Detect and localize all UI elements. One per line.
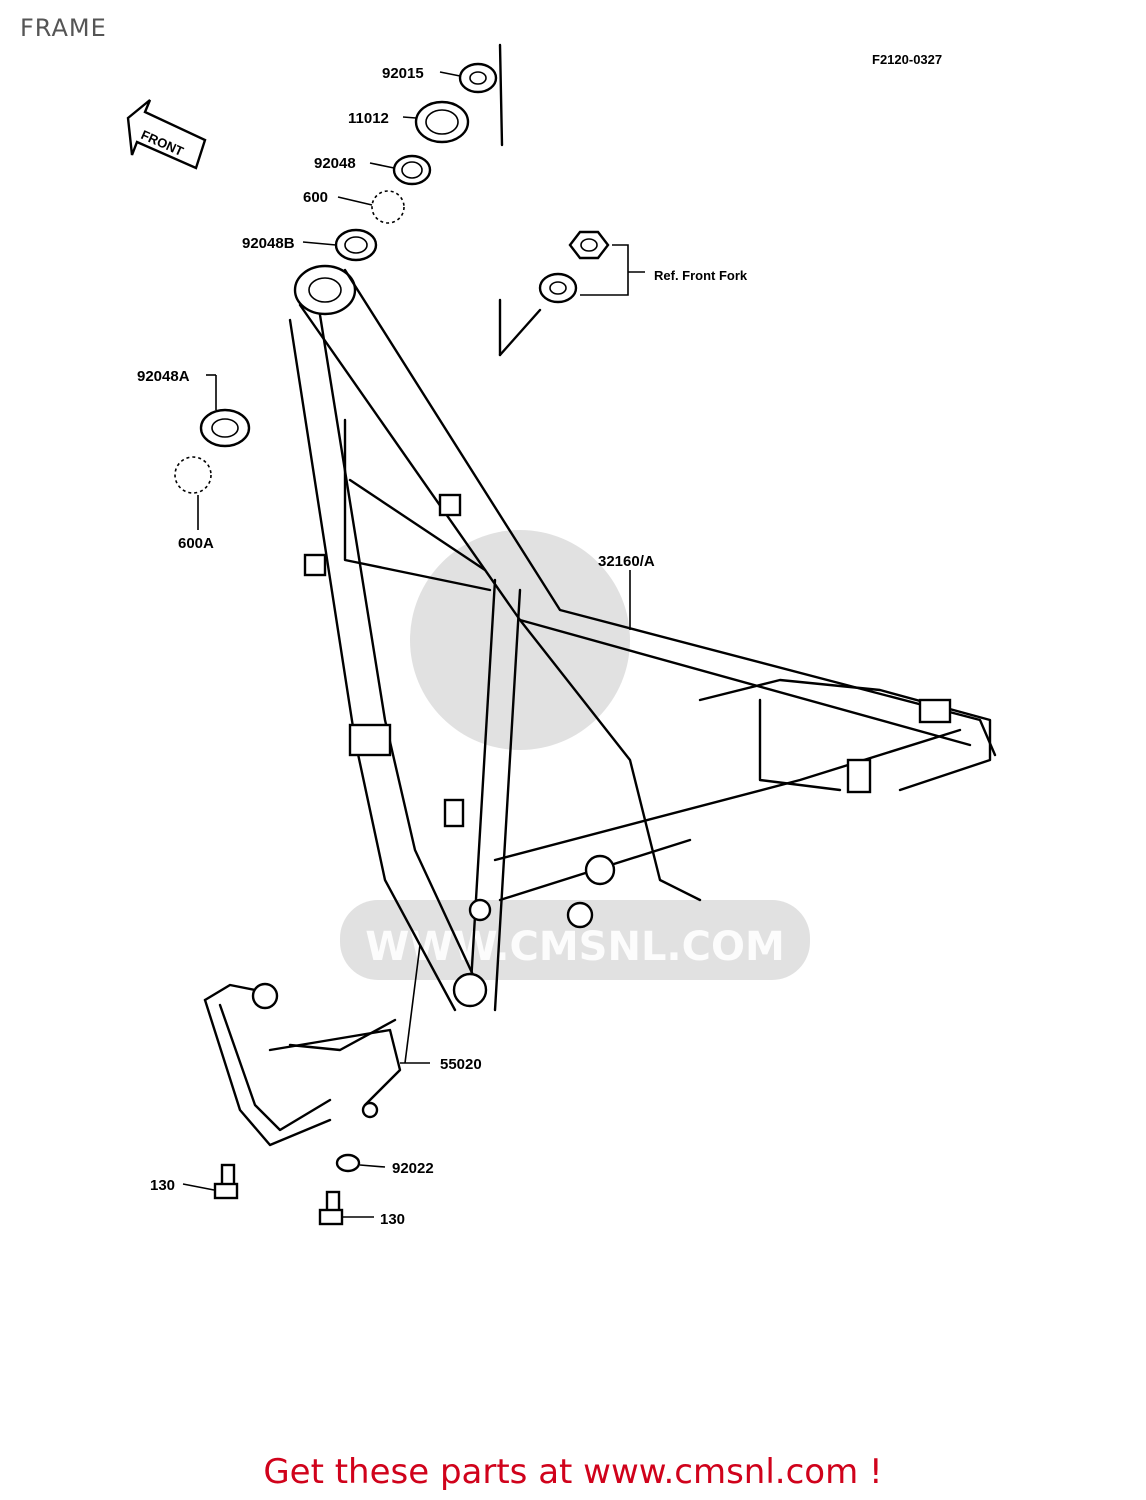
part-label-55020: 55020 [440, 1056, 482, 1073]
assembly-line [498, 308, 542, 357]
assembly-line [498, 43, 504, 147]
part-label-130-right: 130 [380, 1211, 405, 1228]
leader-lines [182, 71, 631, 1218]
frame-parts-diagram: WWW.CMSNL.COM F2120-0327 FRONT [126, 43, 997, 1228]
part-label-92048B: 92048B [242, 235, 295, 252]
ref-front-fork-note: Ref. Front Fork [654, 268, 748, 283]
balls-600-icon [371, 190, 405, 224]
fork-washer-icon [538, 272, 578, 304]
watermark-text: WWW.CMSNL.COM [365, 924, 785, 970]
cta-link[interactable]: Get these parts at www.cmsnl.com ! [263, 1452, 883, 1492]
part-label-600A: 600A [178, 535, 214, 552]
bolt-130-right-icon [318, 1190, 344, 1226]
part-label-92015: 92015 [382, 65, 424, 82]
balls-600A-icon [174, 456, 212, 494]
race-92048-icon [392, 154, 432, 186]
diagram-code: F2120-0327 [872, 52, 942, 67]
race-92048A-icon [199, 408, 251, 448]
nut-92015-icon [458, 62, 498, 94]
page-title: FRAME [20, 14, 107, 42]
part-label-130-left: 130 [150, 1177, 175, 1194]
part-label-92022: 92022 [392, 1160, 434, 1177]
part-label-32160A: 32160/A [598, 553, 655, 570]
front-arrow-icon: FRONT [126, 99, 207, 170]
race-11012-icon [414, 100, 470, 144]
part-label-11012: 11012 [348, 110, 389, 127]
fork-nut-icon [568, 230, 610, 260]
guard-55020-icon [203, 982, 402, 1147]
race-92048B-icon [334, 228, 378, 262]
part-label-92048: 92048 [314, 155, 356, 172]
bolt-130-left-icon [213, 1163, 239, 1200]
ref-bracket [580, 244, 645, 296]
washer-92022-icon [335, 1153, 361, 1173]
main-frame-32160 [288, 264, 997, 1012]
part-label-600: 600 [303, 189, 328, 206]
part-label-92048A: 92048A [137, 368, 190, 385]
